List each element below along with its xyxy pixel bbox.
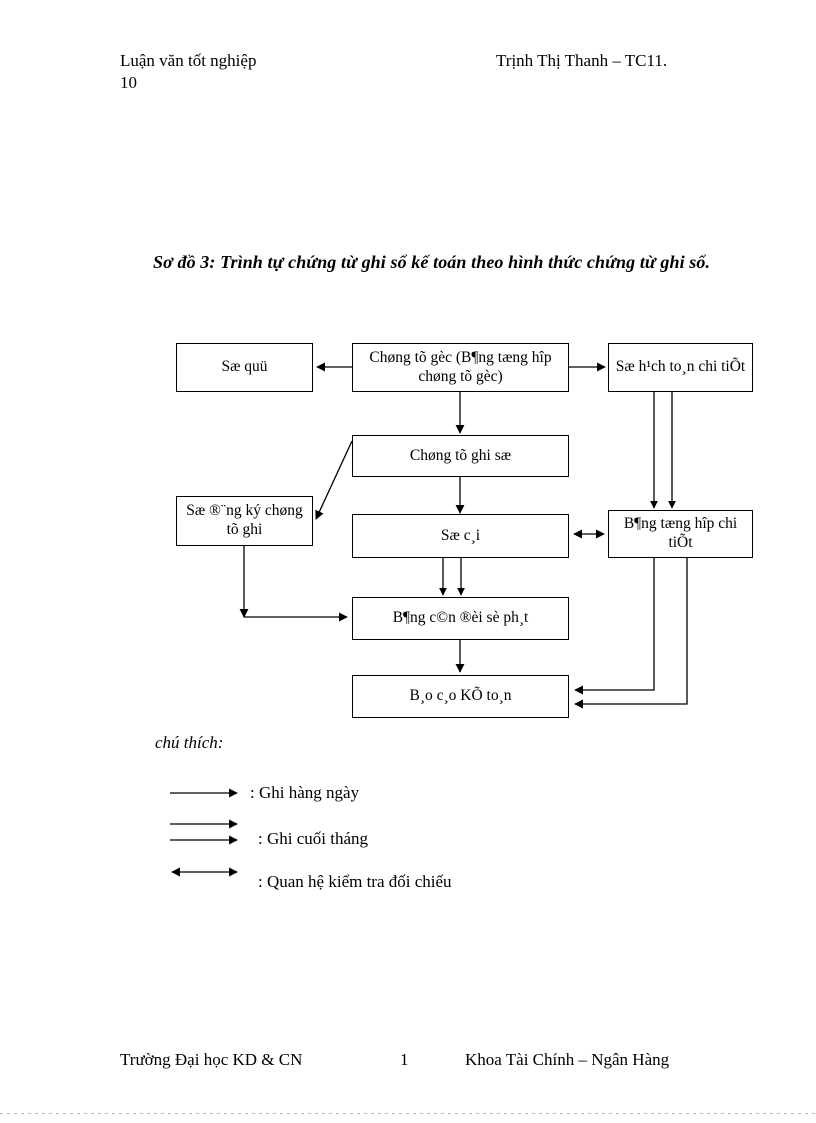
footer-university: Trường Đại học KD & CN [120, 1050, 303, 1069]
node-bao-cao-ke-toan: B¸o c¸o KÕ to¸n [352, 675, 569, 718]
page-footer: Trường Đại học KD & CN 1 Khoa Tài Chính … [120, 1050, 740, 1074]
header-title-left: Luận văn tốt nghiệp [120, 51, 257, 70]
node-so-hach-toan-chi-tiet: Sæ h¹ch to¸n chi tiÕt [608, 343, 753, 392]
node-so-quy: Sæ quü [176, 343, 313, 392]
footer-faculty: Khoa Tài Chính – Ngân Hàng [465, 1050, 670, 1069]
header-author-right: Trịnh Thị Thanh – TC11. [496, 51, 668, 70]
node-chung-tu-goc: Chøng tõ gèc (B¶ng tæng hîp chøng tõ gèc… [352, 343, 569, 392]
header-continuation: 10 [120, 73, 137, 92]
node-bang-can-doi-so-phat: B¶ng c©n ®èi sè ph¸t [352, 597, 569, 640]
footer-page-number: 1 [400, 1050, 409, 1069]
legend-item-label-0: : Ghi hàng ngày [250, 783, 360, 802]
header-row: Luận văn tốt nghiệp Trịnh Thị Thanh – TC… [120, 50, 730, 72]
legend-item-label-2: : Quan hệ kiểm tra đối chiếu [258, 872, 452, 891]
page-edge-marks [0, 1113, 816, 1115]
node-chung-tu-ghi-so: Chøng tõ ghi sæ [352, 435, 569, 477]
page-header: Luận văn tốt nghiệp Trịnh Thị Thanh – TC… [120, 50, 730, 92]
figure-title: Sơ đồ 3: Trình tự chứng từ ghi sổ kế toá… [153, 252, 711, 272]
legend-item-label-1: : Ghi cuối tháng [258, 829, 369, 848]
node-so-cai: Sæ c¸i [352, 514, 569, 558]
node-bang-tong-hop-chi-tiet: B¶ng tæng hîp chi tiÕt [608, 510, 753, 558]
legend-title: chú thích: [155, 733, 224, 752]
node-so-dang-ky-chung-tu-ghi: Sæ ®¨ng ký chøng tõ ghi [176, 496, 313, 546]
